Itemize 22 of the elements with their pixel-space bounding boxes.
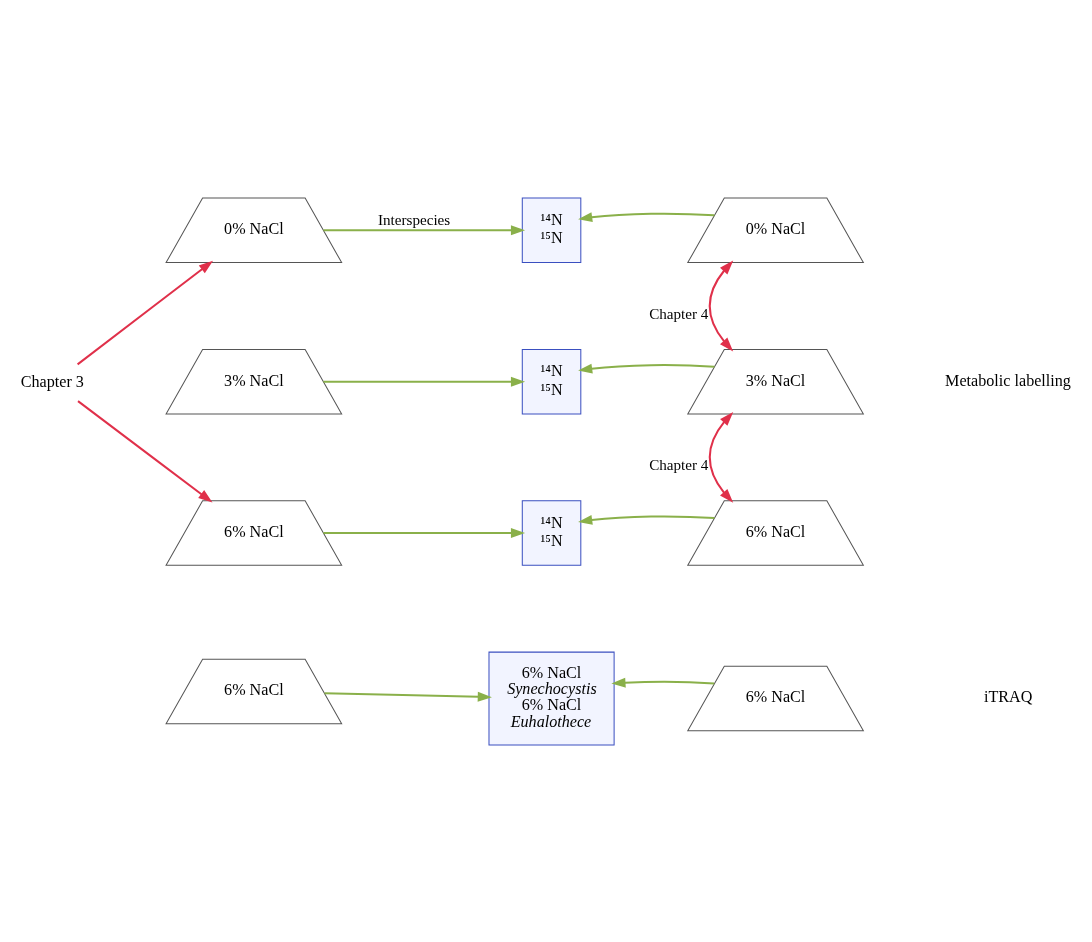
node-box: ¹⁴N ¹⁵N	[521, 499, 582, 566]
arrow	[77, 260, 214, 365]
edge-label: Chapter 4	[649, 305, 709, 322]
arrow	[578, 363, 715, 373]
label: Metabolic labelling	[945, 371, 1071, 389]
arrow	[611, 677, 715, 688]
arrow	[323, 527, 526, 538]
arrow	[578, 211, 715, 222]
node-box: ¹⁴N ¹⁵N	[521, 348, 582, 414]
edge-label: Chapter 4	[649, 456, 709, 473]
node-box: 6% NaCl Synechocystis 6% NaCl Euhalothece	[488, 651, 615, 745]
arrow	[323, 376, 526, 387]
label: iTRAQ	[983, 687, 1033, 705]
arrow	[708, 260, 734, 351]
node-text: Chapter 3	[20, 372, 84, 390]
arrow	[324, 691, 492, 702]
edge-label: Interspecies	[377, 211, 451, 228]
node-box: ¹⁴N ¹⁵N	[521, 197, 582, 263]
arrow	[77, 399, 213, 503]
arrow	[578, 514, 715, 525]
arrow	[323, 224, 526, 235]
arrow	[708, 411, 734, 503]
